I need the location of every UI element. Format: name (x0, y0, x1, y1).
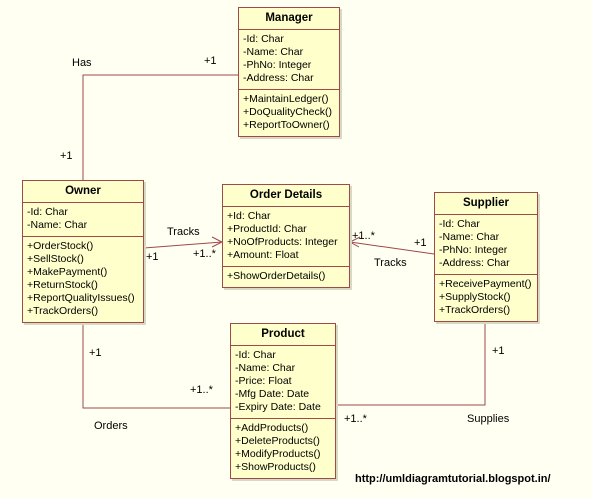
method: +DoQualityCheck() (243, 106, 332, 118)
supplier-tracks-line (349, 241, 435, 255)
attribute: +ProductId: Char (227, 223, 307, 235)
attribute: -Id: Char (235, 349, 276, 361)
class-owner-methods: +OrderStock() +SellStock() +MakePayment(… (23, 236, 143, 322)
owner-tracks-multiplicity-owner: +1 (146, 251, 159, 263)
attribute: +NoOfProducts: Integer (227, 236, 338, 248)
attribute: -Mfg Date: Date (235, 388, 310, 400)
has-multiplicity-manager: +1 (204, 55, 217, 67)
attribute: -Address: Char (439, 257, 510, 269)
supplies-label: Supplies (467, 413, 510, 425)
class-manager-name: Manager (239, 8, 339, 30)
class-product-name: Product (231, 324, 335, 346)
method: +SupplyStock() (439, 291, 511, 303)
method: +TrackOrders() (439, 304, 511, 316)
attribute: +Id: Char (227, 210, 271, 222)
class-supplier-name: Supplier (435, 193, 537, 215)
supplier-tracks-arrowhead (348, 236, 361, 248)
supplier-tracks-label: Tracks (374, 257, 407, 269)
attribute: -Address: Char (243, 72, 314, 84)
method: +ReturnStock() (27, 279, 98, 291)
method: +AddProducts() (235, 422, 309, 434)
method: +SellStock() (27, 253, 84, 265)
owner-tracks-line (143, 241, 223, 249)
class-owner-name: Owner (23, 181, 143, 203)
class-supplier-methods: +ReceivePayment() +SupplyStock() +TrackO… (435, 274, 537, 321)
class-owner[interactable]: Owner -Id: Char -Name: Char +OrderStock(… (22, 180, 144, 323)
class-owner-attributes: -Id: Char -Name: Char (23, 203, 143, 236)
supplies-multiplicity-product: +1..* (344, 413, 367, 425)
class-manager-attributes: -Id: Char -Name: Char -PhNo: Integer -Ad… (239, 30, 339, 89)
attribute: -Name: Char (235, 362, 296, 374)
supplier-tracks-multiplicity-order: +1..* (352, 230, 375, 242)
class-order-details-methods: +ShowOrderDetails() (223, 266, 349, 287)
class-supplier-attributes: -Id: Char -Name: Char -PhNo: Integer -Ad… (435, 215, 537, 274)
attribute: -Expiry Date: Date (235, 401, 321, 413)
class-supplier[interactable]: Supplier -Id: Char -Name: Char -PhNo: In… (434, 192, 538, 322)
supplies-multiplicity-supplier: +1 (492, 345, 505, 357)
method: +OrderStock() (27, 240, 94, 252)
supplies-association-line (336, 324, 486, 406)
has-label: Has (72, 57, 92, 69)
supplier-tracks-multiplicity-supplier: +1 (414, 237, 427, 249)
method: +ShowOrderDetails() (227, 270, 326, 282)
class-manager-methods: +MaintainLedger() +DoQualityCheck() +Rep… (239, 89, 339, 136)
method: +MakePayment() (27, 266, 108, 278)
method: +ReceivePayment() (439, 278, 532, 290)
class-product-methods: +AddProducts() +DeleteProducts() +Modify… (231, 418, 335, 478)
method: +ReportToOwner() (243, 119, 330, 131)
method: +DeleteProducts() (235, 435, 320, 447)
owner-tracks-label: Tracks (167, 226, 200, 238)
attribute: -Name: Char (243, 46, 304, 58)
owner-tracks-multiplicity-order: +1..* (193, 248, 216, 260)
method: +TrackOrders() (27, 305, 99, 317)
method: +ShowProducts() (235, 461, 316, 473)
has-association-line (82, 74, 238, 180)
has-multiplicity-owner: +1 (60, 150, 73, 162)
attribute: -Id: Char (27, 206, 68, 218)
orders-label: Orders (94, 420, 128, 432)
attribute: -Id: Char (439, 218, 480, 230)
orders-association-line (82, 324, 230, 409)
source-url: http://umldiagramtutorial.blogspot.in/ (355, 473, 551, 485)
attribute: -Name: Char (27, 219, 88, 231)
class-order-details-attributes: +Id: Char +ProductId: Char +NoOfProducts… (223, 207, 349, 266)
attribute: -Id: Char (243, 33, 284, 45)
orders-multiplicity-product: +1..* (190, 384, 213, 396)
method: +MaintainLedger() (243, 93, 329, 105)
method: +ReportQualityIssues() (27, 292, 135, 304)
attribute: -PhNo: Integer (439, 244, 508, 256)
orders-multiplicity-owner: +1 (89, 347, 102, 359)
attribute: -PhNo: Integer (243, 59, 312, 71)
class-order-details[interactable]: Order Details +Id: Char +ProductId: Char… (222, 184, 350, 288)
class-order-details-name: Order Details (223, 185, 349, 207)
attribute: -Price: Float (235, 375, 292, 387)
class-manager[interactable]: Manager -Id: Char -Name: Char -PhNo: Int… (238, 7, 340, 137)
attribute: +Amount: Float (227, 249, 299, 261)
method: +ModifyProducts() (235, 448, 321, 460)
attribute: -Name: Char (439, 231, 500, 243)
class-product[interactable]: Product -Id: Char -Name: Char -Price: Fl… (230, 323, 336, 479)
class-product-attributes: -Id: Char -Name: Char -Price: Float -Mfg… (231, 346, 335, 418)
